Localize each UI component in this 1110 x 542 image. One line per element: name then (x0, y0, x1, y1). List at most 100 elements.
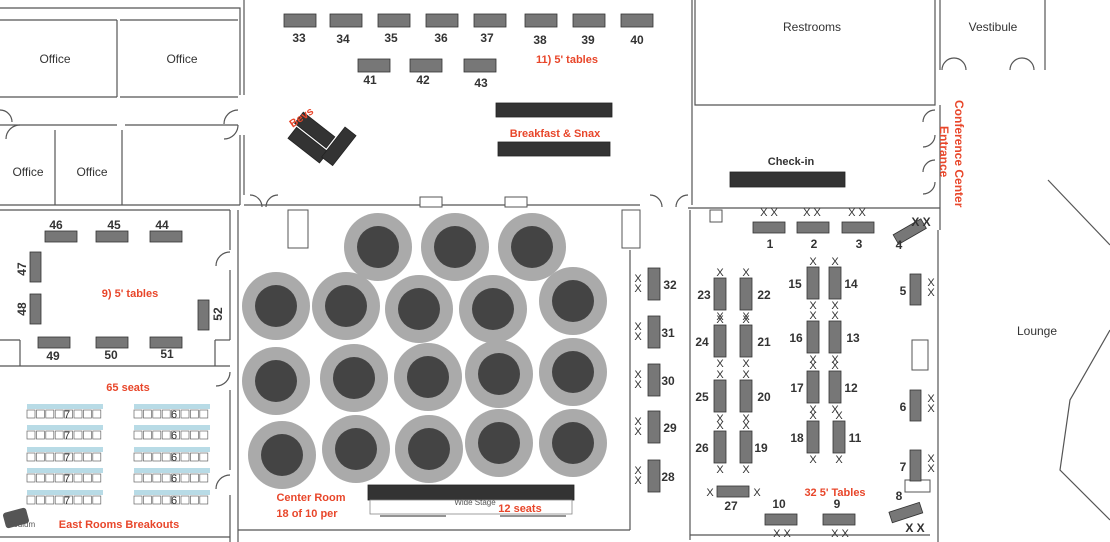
chair-mark: X (927, 453, 935, 465)
table (713, 324, 727, 358)
round-table-center (261, 434, 303, 476)
lounge-label: Lounge (1017, 324, 1057, 338)
classroom-seat (190, 473, 199, 483)
table-num: 4 (896, 238, 903, 252)
classroom-seat (161, 495, 171, 505)
top-tables: 33 34 35 36 37 38 39 40 41 42 43 11) 5' … (283, 13, 654, 90)
table (909, 273, 922, 306)
classroom-seat (54, 409, 64, 419)
classroom-seat (36, 409, 45, 419)
classroom-table (27, 404, 103, 409)
round-table-center (478, 353, 520, 395)
office-label-bl: Office (12, 165, 43, 179)
table (828, 370, 842, 404)
chair-mark: X (716, 358, 724, 370)
table (909, 449, 922, 482)
classroom-seat (190, 495, 199, 505)
round-table-center (552, 280, 594, 322)
chair-mark: X (634, 331, 642, 343)
table-num: 18 (790, 431, 804, 445)
left-tables-label: 9) 5' tables (102, 288, 158, 300)
classroom-table (134, 490, 210, 495)
round-table-center (478, 422, 520, 464)
classroom-seat (161, 473, 171, 483)
chair-mark: X (742, 314, 750, 326)
center-room-sub: 18 of 10 per (276, 508, 338, 520)
table-num: 15 (788, 277, 802, 291)
table (716, 485, 750, 498)
table-num: 51 (160, 347, 174, 361)
table (806, 420, 820, 454)
classroom-seat (26, 409, 36, 419)
round-table-center (255, 285, 297, 327)
office-label-tl: Office (39, 52, 70, 66)
classroom-table (27, 447, 103, 452)
table-num: 48 (15, 302, 29, 316)
classroom-table (27, 468, 103, 473)
classroom-seat (73, 452, 83, 462)
table (806, 320, 820, 354)
chair-mark: X (831, 354, 839, 366)
table-num: 13 (846, 331, 860, 345)
classroom-seat (152, 473, 162, 483)
table-num: 16 (789, 331, 803, 345)
table-num: 47 (15, 262, 29, 276)
classroom-seat (180, 473, 190, 483)
table-num: 26 (695, 441, 709, 455)
classroom-seat (143, 495, 152, 505)
stage-label: Wide Stage (454, 498, 496, 507)
chair-mark: X (809, 310, 817, 322)
office-label-tc: Office (166, 52, 197, 66)
chair-mark: X (634, 426, 642, 438)
table-num: 14 (844, 277, 858, 291)
classroom-seat (26, 430, 36, 440)
classroom-seat (54, 430, 64, 440)
table-4 (892, 218, 927, 245)
round-table-center (255, 360, 297, 402)
table-num: 6 (900, 400, 907, 414)
chair-mark: X (634, 321, 642, 333)
east-seats-label: 65 seats (106, 382, 149, 394)
classroom-seat (152, 409, 162, 419)
classroom-seat (180, 452, 190, 462)
table-num: 49 (46, 349, 60, 363)
east-rooms-label: East Rooms Breakouts (59, 519, 179, 531)
classroom-seat (92, 473, 102, 483)
classroom-table (134, 425, 210, 430)
classroom-seat (199, 473, 209, 483)
classroom-seat (199, 409, 209, 419)
round-table-center (434, 226, 476, 268)
chair-mark: X (835, 454, 843, 466)
classroom-seat (26, 473, 36, 483)
round-table-center (408, 428, 450, 470)
vestibule-label: Vestibule (969, 20, 1018, 34)
table-num: 28 (661, 470, 675, 484)
chair-mark: X (809, 256, 817, 268)
table (806, 370, 820, 404)
table (888, 501, 924, 524)
right-tables-label: 32 5' Tables (804, 487, 865, 499)
round-table-center (472, 288, 514, 330)
table-num: 8 (896, 489, 903, 503)
chair-mark: X (753, 487, 761, 499)
classroom-seat (92, 430, 102, 440)
classroom-table (27, 425, 103, 430)
chair-mark: X (634, 416, 642, 428)
table-num: 30 (661, 374, 675, 388)
chair-mark: X (809, 360, 817, 372)
chair-mark: X (809, 300, 817, 312)
entrance-label: Conference Center Entrance (937, 100, 966, 208)
table (739, 324, 753, 358)
classroom-count: 6 (171, 495, 177, 507)
chair-mark: X (716, 369, 724, 381)
classroom-seat (73, 430, 83, 440)
chair-mark: X (716, 413, 724, 425)
classroom-seat (83, 409, 92, 419)
top-tables-label: 11) 5' tables (536, 54, 598, 66)
table (739, 379, 753, 413)
chair-marks: X X (905, 521, 924, 535)
classroom-seat (26, 452, 36, 462)
chair-mark: X (716, 267, 724, 279)
